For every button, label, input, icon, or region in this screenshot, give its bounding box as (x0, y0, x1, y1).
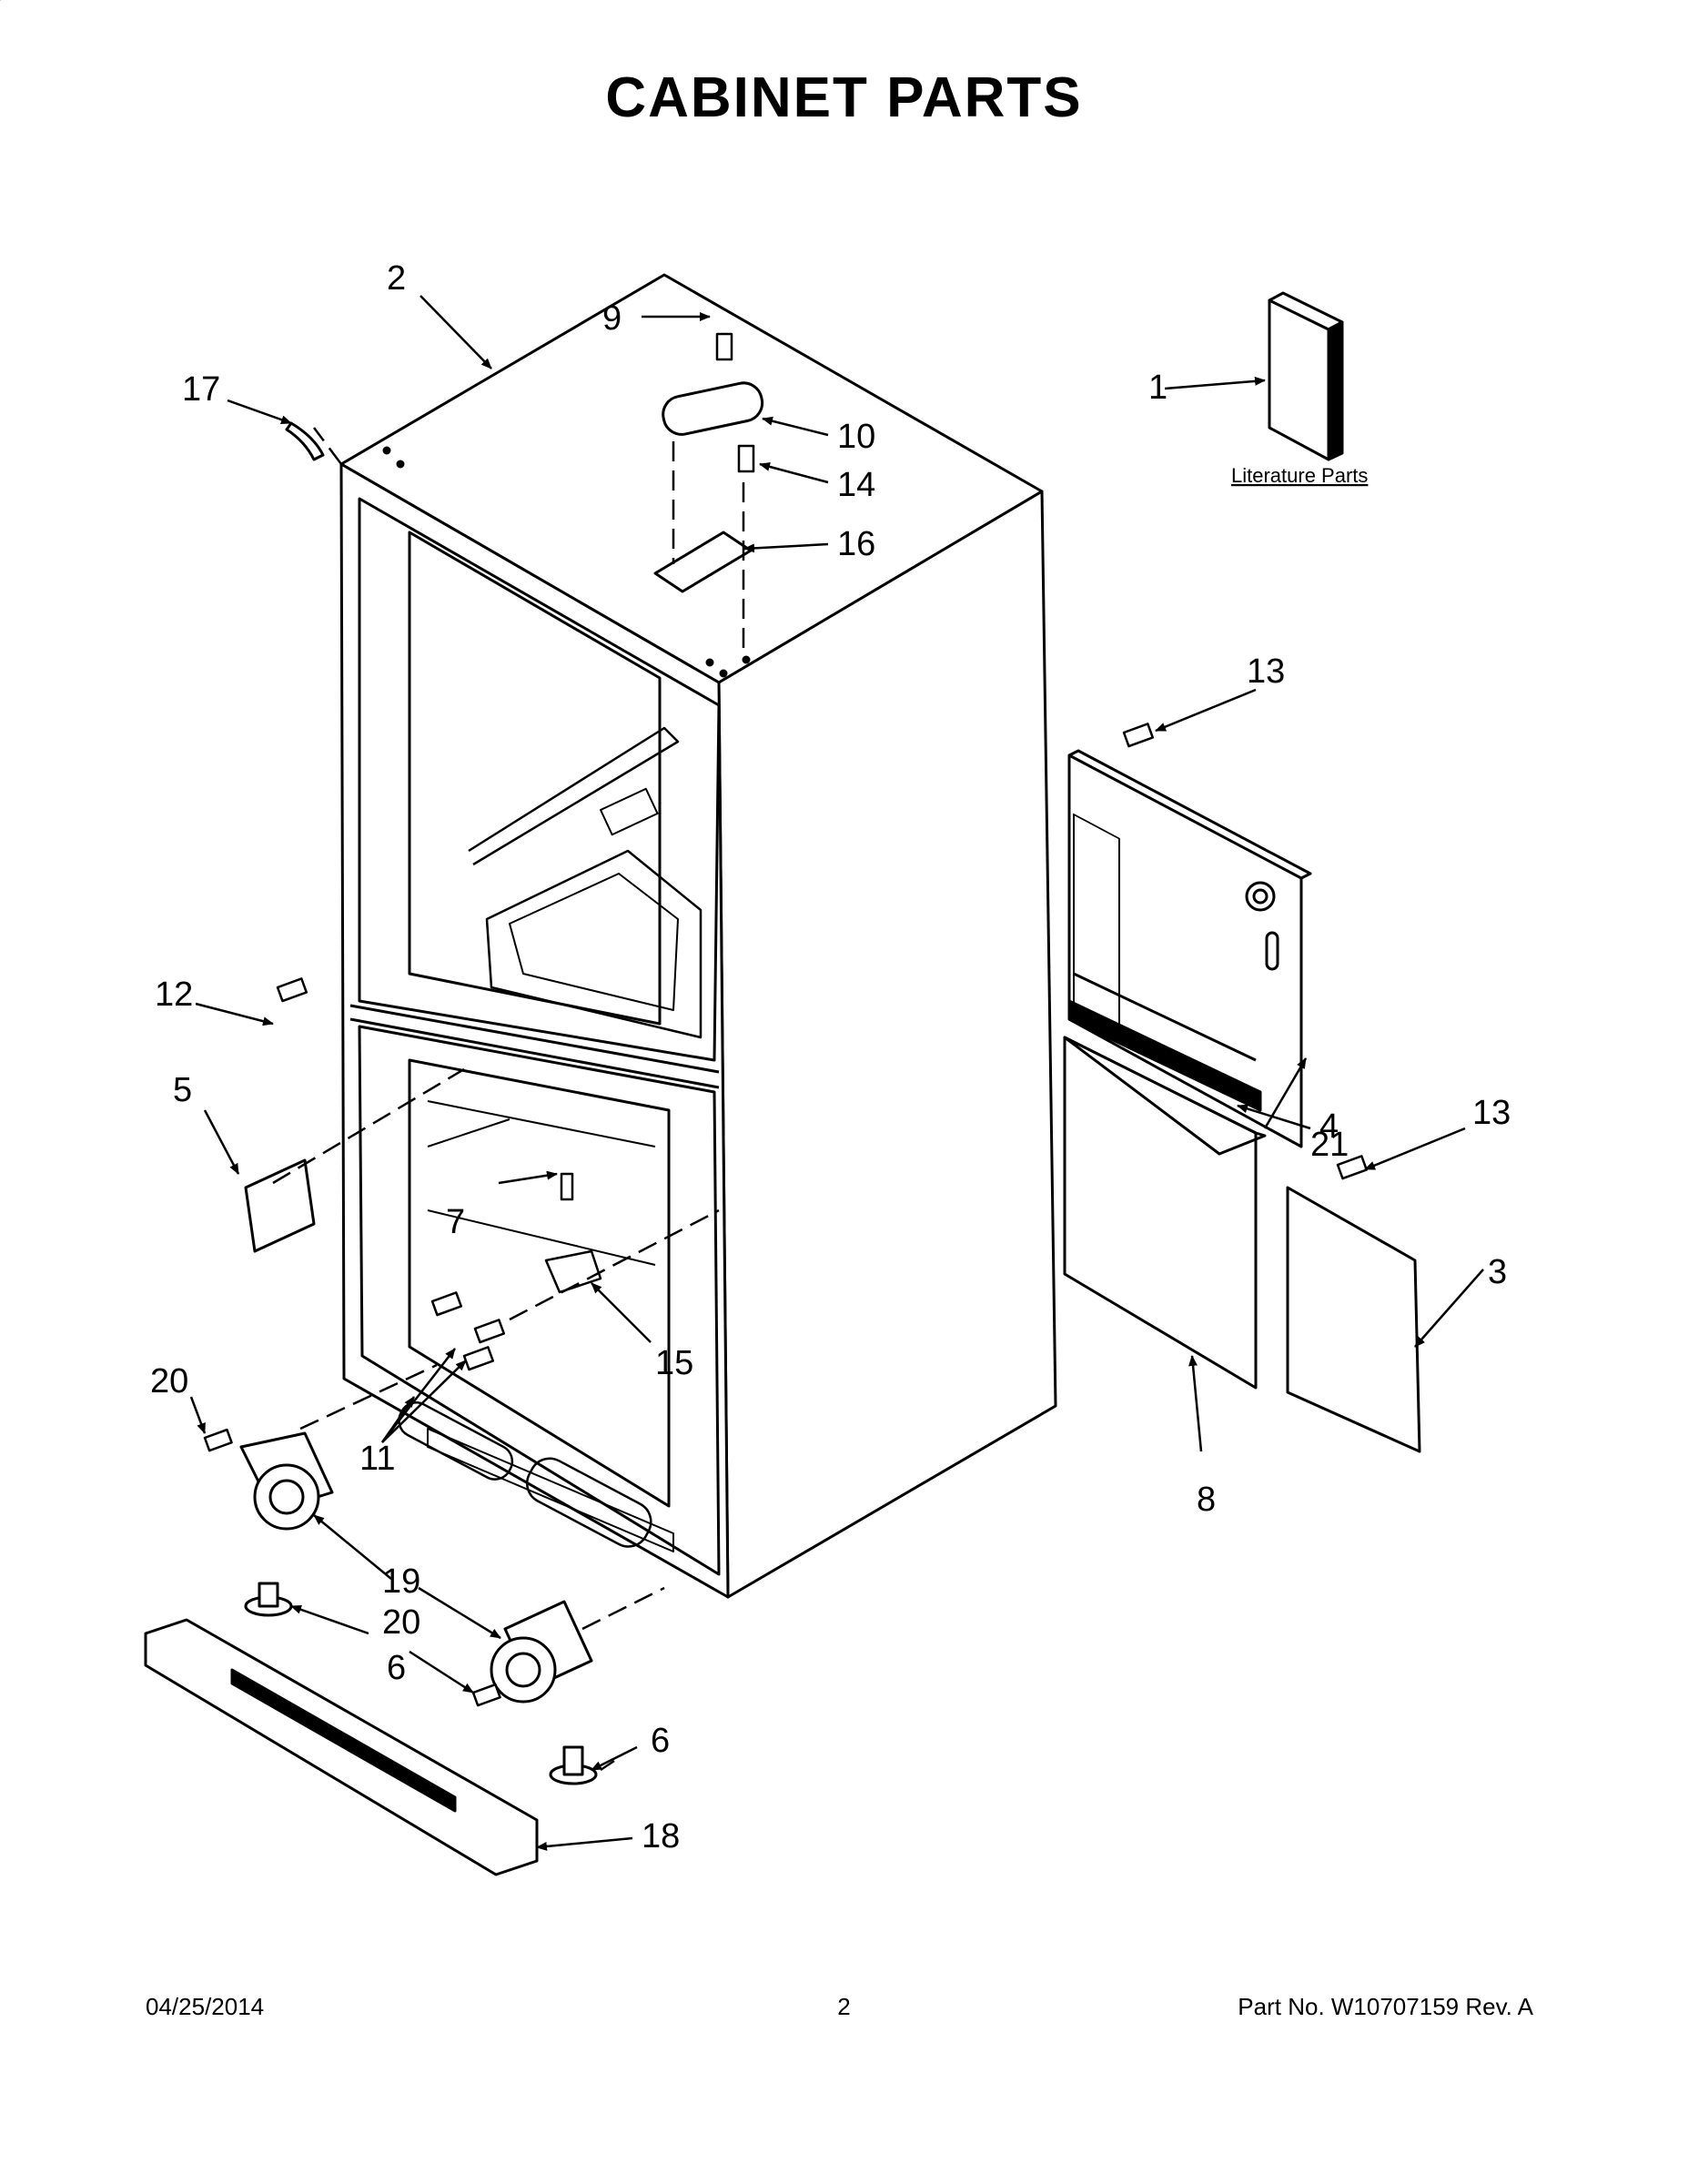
callout-16: 16 (837, 525, 875, 563)
callout-20-left: 20 (150, 1362, 188, 1400)
callout-11: 11 (359, 1440, 395, 1478)
leveling-foot-right (549, 1745, 598, 1785)
cabinet-shell (339, 273, 1057, 1599)
callout-18: 18 (642, 1817, 680, 1855)
literature-book (1268, 291, 1344, 461)
screws (203, 332, 1369, 1707)
strip-and-panel (1063, 999, 1267, 1390)
callout-6-right: 6 (651, 1722, 670, 1760)
callout-14: 14 (837, 466, 875, 504)
callout-20-right: 20 (382, 1603, 420, 1642)
roller-left (239, 1431, 334, 1531)
callout-13-top: 13 (1247, 652, 1285, 691)
footer-date: 04/25/2014 (146, 1993, 265, 2020)
callout-19: 19 (382, 1562, 420, 1601)
page-title: CABINET PARTS (605, 66, 1083, 129)
callout-1: 1 (1148, 369, 1167, 407)
callout-21: 21 (1310, 1126, 1349, 1164)
callout-2: 2 (387, 259, 406, 298)
callout-13-right: 13 (1472, 1094, 1511, 1132)
leader-arrows (189, 295, 1484, 1851)
literature-parts-label: Literature Parts (1231, 464, 1368, 487)
control-box (244, 1158, 316, 1253)
callout-4: 4 (1319, 1107, 1339, 1146)
leveling-foot-left (244, 1582, 293, 1617)
callout-labels: 2 1 Literature Parts 9 10 14 16 17 13 12… (150, 259, 1511, 1855)
callout-17: 17 (182, 370, 220, 409)
roller-right (490, 1600, 593, 1704)
callout-12: 12 (155, 976, 193, 1014)
clip (285, 421, 325, 461)
alignment-lines (272, 427, 745, 1631)
callout-10: 10 (837, 418, 875, 456)
rear-grille (1067, 749, 1312, 1148)
callout-9: 9 (602, 299, 622, 338)
footer-part-number: Part No. W10707159 Rev. A (1238, 1993, 1533, 2020)
side-panel (1286, 1186, 1421, 1453)
base-grille (144, 1618, 539, 1876)
callout-7: 7 (446, 1203, 465, 1241)
callout-3: 3 (1488, 1253, 1507, 1291)
callout-8: 8 (1197, 1481, 1216, 1519)
page-footer: 04/25/2014 2 Part No. W10707159 Rev. A (0, 1993, 1688, 2029)
callout-5: 5 (173, 1071, 192, 1109)
callout-6-left: 6 (387, 1649, 406, 1687)
hinge-cover (662, 381, 764, 436)
footer-page-number: 2 (837, 1993, 851, 2020)
callout-15: 15 (655, 1344, 693, 1382)
